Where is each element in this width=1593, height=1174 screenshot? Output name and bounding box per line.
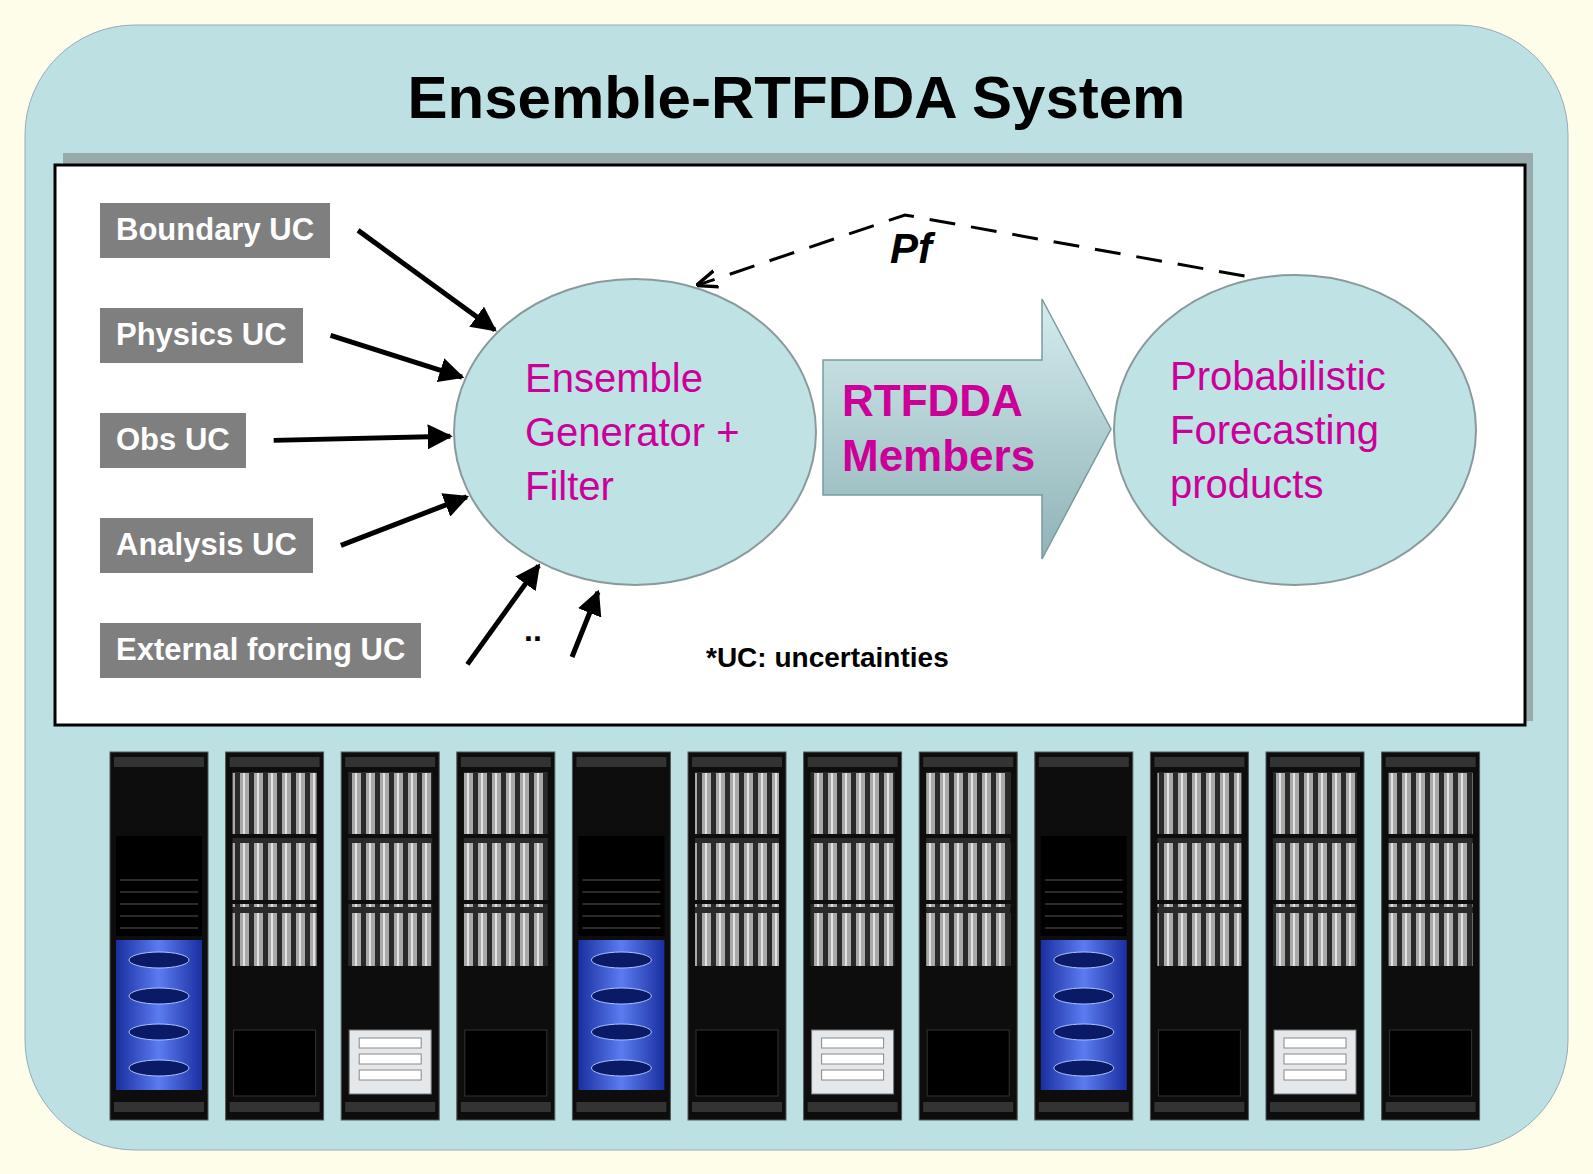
uncertainty-box: External forcing UC xyxy=(100,623,421,678)
block-arrow: RTFDDA Members xyxy=(822,298,1112,560)
feedback-arrow xyxy=(698,215,1244,285)
input-arrow xyxy=(358,230,495,330)
input-arrow xyxy=(331,335,462,377)
uncertainty-box: Physics UC xyxy=(100,308,303,363)
node-text: External forcing UC xyxy=(116,631,405,670)
uncertainty-box: Boundary UC xyxy=(100,203,330,258)
process-ellipse: Ensemble Generator + Filter xyxy=(452,277,818,587)
node-text: Analysis UC xyxy=(116,526,297,565)
process-ellipse: Probabilistic Forecasting products xyxy=(1112,273,1478,587)
diagram-title: Ensemble-RTFDDA System xyxy=(0,62,1593,134)
diagram-panel xyxy=(55,165,1525,725)
server-racks xyxy=(110,752,1480,1120)
input-arrow xyxy=(274,436,451,440)
node-text: Boundary UC xyxy=(116,211,314,250)
node-text: Physics UC xyxy=(116,316,287,355)
node-text: Ensemble Generator + Filter xyxy=(525,351,745,513)
ellipsis-mark: .. xyxy=(524,612,542,649)
input-arrow xyxy=(341,497,467,546)
arrow-outline xyxy=(822,298,1112,560)
edge-label: Pf xyxy=(886,226,936,272)
uncertainty-box: Analysis UC xyxy=(100,518,313,573)
extra-arrow xyxy=(572,592,598,657)
footnote: *UC: uncertainties xyxy=(706,642,949,674)
node-text: Obs UC xyxy=(116,421,230,460)
uncertainty-box: Obs UC xyxy=(100,413,246,468)
node-text: Probabilistic Forecasting products xyxy=(1170,349,1420,511)
system-panel xyxy=(25,25,1568,1150)
node-text: RTFDDA Members xyxy=(842,360,1077,495)
